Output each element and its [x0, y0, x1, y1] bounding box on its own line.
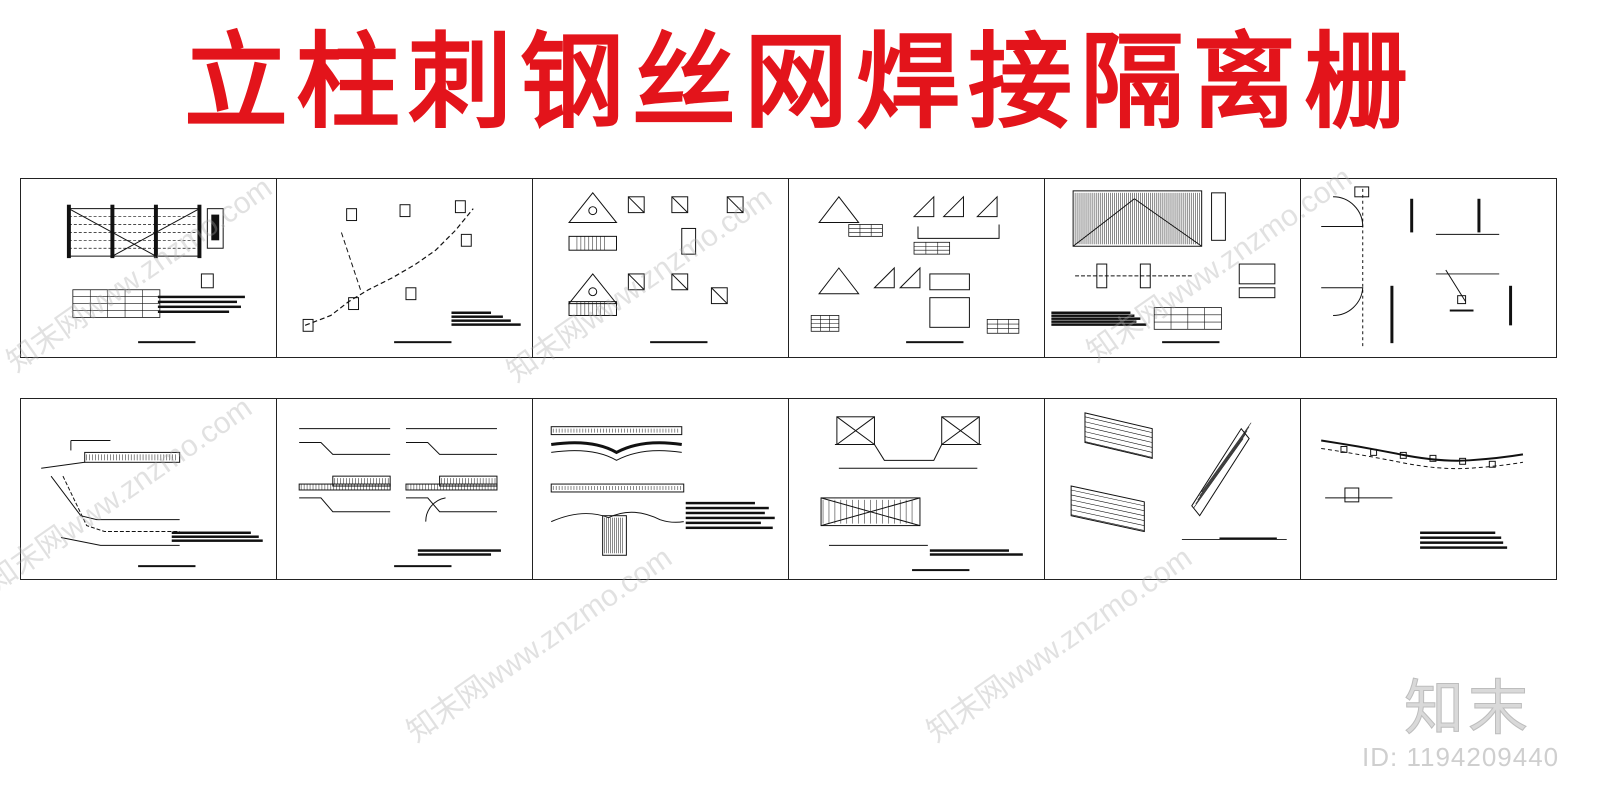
brand-logo: 知末	[1404, 674, 1532, 745]
sheet-gate-hinge-drawing	[1321, 186, 1513, 348]
sheet-diagonal-layout	[276, 178, 533, 358]
sheet-culvert-crossing	[532, 398, 789, 580]
sheet-curved-route	[1300, 398, 1557, 580]
sheet-mesh-panel-drawing	[1051, 190, 1276, 344]
sheet-bracket-details-drawing	[810, 195, 1020, 344]
sheet-culvert-crossing-drawing	[550, 426, 775, 556]
sheet-bracket-details	[788, 178, 1045, 358]
sheet-slope-layout	[20, 398, 277, 580]
sheet-curved-route-drawing	[1321, 439, 1524, 549]
sheet-river-crossing	[788, 398, 1045, 580]
sheet-post-details-drawing	[567, 192, 744, 344]
image-id-label: ID: 1194209440	[1362, 742, 1560, 772]
sheet-gate-hinge	[1300, 178, 1557, 358]
sheet-river-crossing-drawing	[820, 416, 1023, 572]
sheet-fence-elevation	[20, 178, 277, 358]
sheet-channel-crossing-drawing	[298, 428, 501, 568]
sheet-oblique-views	[1044, 398, 1301, 580]
sheet-diagonal-layout-drawing	[302, 200, 521, 344]
sheet-channel-crossing	[276, 398, 533, 580]
sheet-oblique-views-drawing	[1070, 412, 1287, 540]
page-title: 立柱刺钢丝网焊接隔离栅	[183, 20, 1416, 143]
sheet-post-details	[532, 178, 789, 358]
sheet-fence-elevation-drawing	[66, 204, 245, 344]
sheet-slope-layout-drawing	[41, 440, 263, 568]
sheet-mesh-panel	[1044, 178, 1301, 358]
